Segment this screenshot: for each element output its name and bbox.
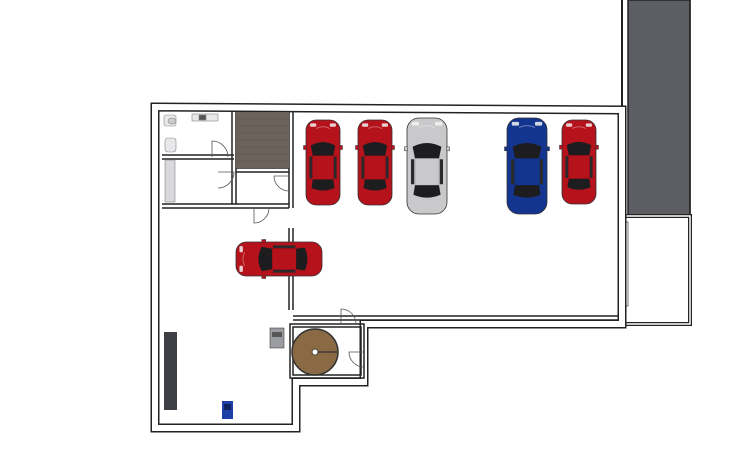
door-turntable-top	[340, 308, 357, 325]
blue-equipment	[222, 401, 233, 419]
workbench-shelf	[164, 332, 177, 410]
parked-car-red-3	[559, 119, 599, 205]
parked-car-silver	[404, 117, 450, 215]
bathroom-fixtures	[163, 113, 219, 203]
parked-car-red-2	[355, 119, 395, 206]
workshop-car-red	[235, 239, 323, 279]
parked-car-blue	[504, 117, 550, 215]
door-storage	[217, 171, 235, 189]
building-facade	[627, 0, 691, 217]
vehicles	[235, 117, 599, 279]
wood-floor-planks	[236, 118, 289, 162]
door-turntable-side	[348, 351, 365, 368]
main-outer-wall	[150, 102, 627, 433]
annex-room	[620, 214, 692, 326]
tool-cabinet	[269, 327, 285, 349]
parked-car-red-1	[303, 119, 343, 206]
car-turntable	[291, 328, 339, 376]
door-bathroom	[211, 140, 229, 158]
door-workshop	[253, 207, 270, 224]
door-corridor	[273, 175, 290, 192]
